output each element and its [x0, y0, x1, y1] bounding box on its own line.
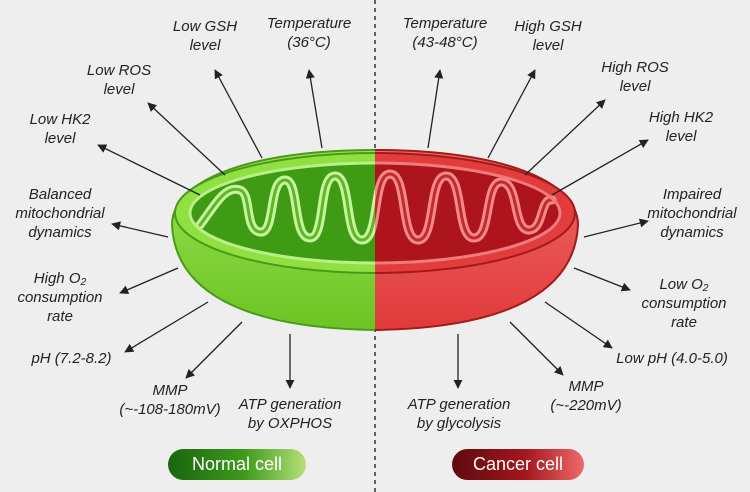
- label-mmp-normal: MMP(~-108-180mV): [119, 382, 221, 418]
- arrow-ph-normal: [124, 301, 209, 353]
- label-temperature-cancer: Temperature(43-48°C): [402, 15, 488, 51]
- label-ph-cancer: Low pH (4.0-5.0): [616, 350, 728, 367]
- arrows-cancer: [427, 69, 649, 389]
- arrow-temperature-cancer: [427, 69, 444, 149]
- arrow-gsh-normal: [214, 69, 263, 159]
- normal-cell-badge: Normal cell: [168, 449, 306, 480]
- arrow-hk2-normal: [97, 144, 201, 196]
- arrow-ph-cancer: [544, 301, 613, 349]
- arrow-dynamics-cancer: [583, 218, 649, 238]
- arrow-ros-normal: [147, 102, 226, 176]
- arrows-normal: [97, 69, 323, 389]
- arrow-ros-cancer: [524, 99, 606, 176]
- mitochondrion-normal-half: [170, 148, 375, 332]
- arrow-temperature-normal: [305, 69, 323, 149]
- arrow-mmp-normal: [185, 321, 243, 379]
- cancer-cell-badge: Cancer cell: [452, 449, 584, 480]
- arrow-o2-normal: [119, 267, 179, 294]
- label-ph-normal: pH (7.2-8.2): [31, 350, 112, 367]
- arrow-dynamics-normal: [111, 221, 169, 238]
- mitochondrion-cancer-half: [375, 148, 580, 332]
- label-mmp-cancer: MMP(~-220mV): [550, 378, 622, 414]
- arrow-o2-cancer: [573, 267, 631, 292]
- arrow-hk2-cancer: [551, 139, 649, 196]
- label-temperature-normal: Temperature(36°C): [266, 15, 352, 51]
- arrow-mmp-cancer: [509, 321, 564, 376]
- arrow-gsh-cancer: [487, 69, 536, 159]
